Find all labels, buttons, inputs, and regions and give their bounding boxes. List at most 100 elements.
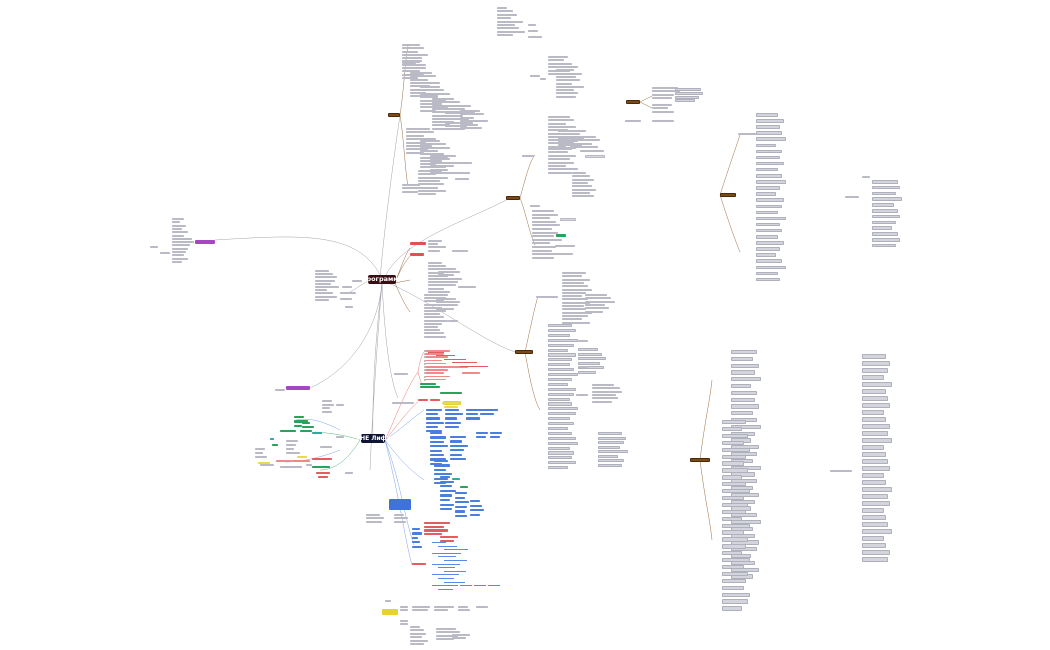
leaf-node[interactable] bbox=[172, 221, 180, 224]
leaf-node[interactable] bbox=[436, 307, 454, 310]
leaf-node[interactable] bbox=[570, 139, 600, 142]
leaf-node[interactable] bbox=[722, 544, 746, 549]
leaf-node[interactable] bbox=[432, 585, 458, 586]
leaf-node[interactable] bbox=[410, 632, 426, 635]
leaf-node[interactable] bbox=[652, 96, 672, 99]
leaf-node[interactable] bbox=[430, 449, 442, 452]
leaf-node[interactable] bbox=[424, 353, 426, 356]
leaf-node[interactable] bbox=[430, 454, 444, 457]
leaf-node[interactable] bbox=[562, 314, 588, 317]
leaf-node[interactable] bbox=[424, 294, 436, 296]
leaf-node[interactable] bbox=[556, 89, 574, 92]
leaf-node[interactable] bbox=[470, 500, 480, 503]
leaf-node[interactable] bbox=[497, 13, 517, 16]
leaf-node[interactable] bbox=[562, 295, 582, 298]
leaf-node[interactable] bbox=[862, 480, 886, 485]
leaf-node[interactable] bbox=[592, 393, 616, 396]
leaf-node[interactable] bbox=[426, 409, 442, 412]
leaf-node[interactable] bbox=[562, 281, 584, 284]
leaf-node[interactable] bbox=[548, 387, 576, 391]
leaf-node[interactable] bbox=[562, 308, 586, 311]
leaf-node[interactable] bbox=[420, 92, 450, 95]
leaf-node[interactable] bbox=[572, 185, 592, 188]
leaf-node[interactable] bbox=[592, 397, 618, 400]
leaf-node[interactable] bbox=[260, 464, 274, 466]
leaf-node[interactable] bbox=[424, 350, 426, 352]
leaf-node[interactable] bbox=[532, 213, 558, 216]
leaf-node[interactable] bbox=[286, 452, 300, 454]
leaf-node[interactable] bbox=[320, 446, 332, 448]
leaf-node[interactable] bbox=[424, 532, 442, 536]
leaf-node[interactable] bbox=[424, 329, 440, 332]
leaf-node[interactable] bbox=[722, 516, 742, 521]
leaf-node[interactable] bbox=[548, 59, 564, 62]
leaf-node[interactable] bbox=[455, 510, 465, 513]
leaf-node[interactable] bbox=[722, 599, 748, 604]
leaf-node[interactable] bbox=[275, 389, 285, 391]
leaf-node[interactable] bbox=[440, 503, 454, 506]
leaf-node[interactable] bbox=[592, 384, 614, 386]
hub-node[interactable] bbox=[382, 609, 398, 615]
leaf-node[interactable] bbox=[172, 218, 184, 220]
leaf-node[interactable] bbox=[756, 143, 776, 148]
leaf-node[interactable] bbox=[340, 298, 352, 301]
leaf-node[interactable] bbox=[436, 638, 454, 641]
leaf-node[interactable] bbox=[578, 352, 602, 356]
leaf-node[interactable] bbox=[480, 409, 498, 412]
leaf-node[interactable] bbox=[406, 128, 430, 130]
leaf-node[interactable] bbox=[862, 508, 884, 513]
leaf-node[interactable] bbox=[572, 181, 588, 184]
leaf-node[interactable] bbox=[470, 509, 484, 512]
leaf-node[interactable] bbox=[872, 232, 898, 236]
leaf-node[interactable] bbox=[756, 192, 776, 196]
leaf-node[interactable] bbox=[402, 184, 420, 186]
leaf-node[interactable] bbox=[585, 294, 607, 296]
leaf-node[interactable] bbox=[412, 528, 420, 531]
leaf-node[interactable] bbox=[302, 426, 314, 429]
leaf-node[interactable] bbox=[756, 271, 778, 276]
leaf-node[interactable] bbox=[452, 172, 470, 174]
leaf-node[interactable] bbox=[160, 252, 170, 254]
leaf-node[interactable] bbox=[536, 296, 558, 298]
leaf-node[interactable] bbox=[410, 72, 432, 74]
leaf-node[interactable] bbox=[598, 454, 618, 458]
leaf-node[interactable] bbox=[862, 494, 888, 499]
leaf-node[interactable] bbox=[172, 260, 182, 263]
leaf-node[interactable] bbox=[402, 70, 420, 73]
leaf-node[interactable] bbox=[532, 256, 554, 259]
leaf-node[interactable] bbox=[440, 485, 452, 488]
leaf-node[interactable] bbox=[418, 193, 436, 196]
leaf-node[interactable] bbox=[490, 436, 500, 439]
leaf-node[interactable] bbox=[548, 436, 576, 440]
leaf-node[interactable] bbox=[722, 585, 744, 590]
leaf-node[interactable] bbox=[862, 176, 870, 178]
leaf-node[interactable] bbox=[562, 291, 586, 294]
leaf-node[interactable] bbox=[585, 303, 605, 306]
leaf-node[interactable] bbox=[424, 335, 446, 338]
leaf-node[interactable] bbox=[756, 216, 786, 221]
leaf-node[interactable] bbox=[532, 242, 550, 245]
leaf-node[interactable] bbox=[675, 99, 695, 103]
leaf-node[interactable] bbox=[830, 470, 852, 472]
leaf-node[interactable] bbox=[470, 513, 480, 516]
leaf-node[interactable] bbox=[548, 353, 576, 357]
leaf-node[interactable] bbox=[420, 140, 440, 142]
leaf-node[interactable] bbox=[675, 95, 699, 99]
leaf-node[interactable] bbox=[412, 545, 422, 548]
leaf-node[interactable] bbox=[440, 392, 462, 395]
leaf-node[interactable] bbox=[400, 609, 408, 612]
leaf-node[interactable] bbox=[428, 352, 444, 353]
leaf-node[interactable] bbox=[466, 413, 478, 416]
leaf-node[interactable] bbox=[420, 153, 444, 156]
leaf-node[interactable] bbox=[722, 489, 750, 494]
leaf-node[interactable] bbox=[497, 10, 513, 13]
leaf-node[interactable] bbox=[424, 350, 450, 352]
leaf-node[interactable] bbox=[497, 27, 519, 30]
leaf-node[interactable] bbox=[172, 247, 188, 250]
leaf-node[interactable] bbox=[532, 246, 556, 248]
leaf-node[interactable] bbox=[286, 440, 298, 442]
leaf-node[interactable] bbox=[756, 241, 784, 245]
leaf-node[interactable] bbox=[722, 502, 748, 508]
leaf-node[interactable] bbox=[548, 154, 576, 157]
leaf-node[interactable] bbox=[862, 382, 892, 387]
